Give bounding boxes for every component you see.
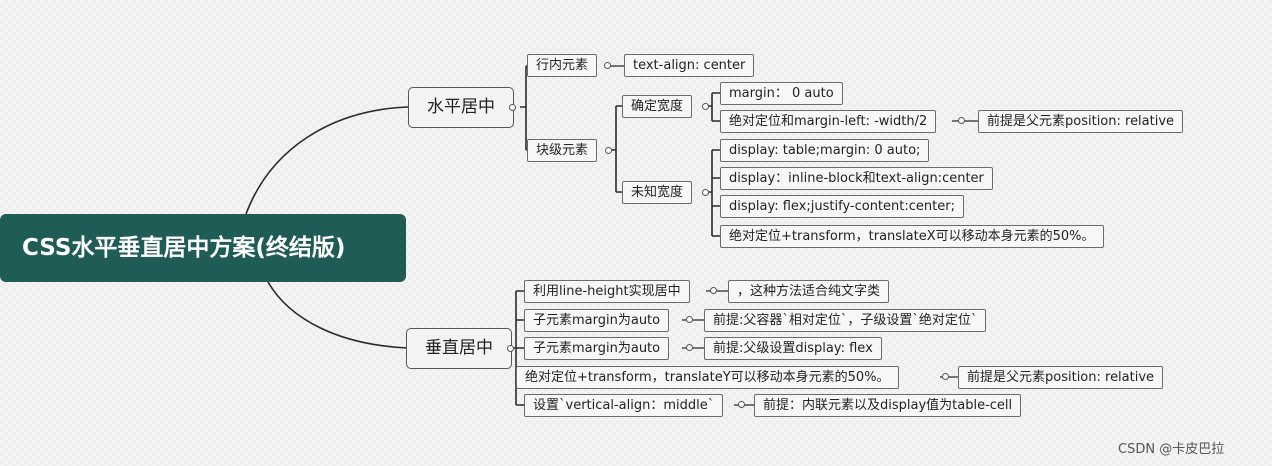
vertical-center-branch[interactable]: 垂直居中 bbox=[406, 328, 512, 369]
horizontal-bracket bbox=[520, 65, 532, 151]
margin-auto-relative-node[interactable]: 子元素margin为auto bbox=[524, 309, 670, 332]
collapse-toggle[interactable] bbox=[958, 117, 965, 124]
known-width-node[interactable]: 确定宽度 bbox=[622, 95, 693, 118]
known-bracket bbox=[708, 92, 720, 122]
translate-x-node[interactable]: 绝对定位+transform，translateX可以移动本身元素的50%。 bbox=[720, 225, 1104, 248]
collapse-toggle[interactable] bbox=[507, 345, 514, 352]
line-height-node[interactable]: 利用line-height实现居中 bbox=[524, 280, 690, 303]
collapse-toggle[interactable] bbox=[702, 103, 709, 110]
text-align-node[interactable]: text-align: center bbox=[624, 54, 755, 77]
absolute-margin-left-node[interactable]: 绝对定位和margin-left: -width/2 bbox=[720, 110, 937, 133]
collapse-toggle[interactable] bbox=[942, 373, 949, 380]
collapse-toggle[interactable] bbox=[738, 401, 745, 408]
parent-relative-note-2[interactable]: 前提是父元素position: relative bbox=[958, 366, 1164, 389]
watermark: CSDN @卡皮巴拉 bbox=[1118, 442, 1225, 457]
margin-auto-flex-node[interactable]: 子元素margin为auto bbox=[524, 337, 670, 360]
display-table-node[interactable]: display: table;margin: 0 auto; bbox=[720, 139, 930, 162]
inline-block-node[interactable]: display：inline-block和text-align:center bbox=[720, 167, 993, 190]
unknown-bracket bbox=[708, 149, 720, 237]
vertical-align-node[interactable]: 设置`vertical-align：middle` bbox=[524, 394, 724, 417]
collapse-toggle[interactable] bbox=[686, 316, 693, 323]
root-to-horizontal-line bbox=[245, 106, 409, 215]
collapse-toggle[interactable] bbox=[604, 62, 611, 69]
collapse-toggle[interactable] bbox=[686, 344, 693, 351]
unknown-width-node[interactable]: 未知宽度 bbox=[622, 181, 693, 204]
collapse-toggle[interactable] bbox=[702, 189, 709, 196]
table-cell-note[interactable]: 前提：内联元素以及display值为table-cell bbox=[754, 394, 1022, 417]
block-bracket bbox=[610, 105, 622, 193]
flex-note[interactable]: 前提:父级设置display: flex bbox=[704, 337, 882, 360]
line-height-note[interactable]: ，这种方法适合纯文字类 bbox=[728, 280, 890, 303]
translate-y-node[interactable]: 绝对定位+transform，translateY可以移动本身元素的50%。 bbox=[516, 366, 899, 389]
root-to-vertical-line bbox=[267, 281, 409, 349]
margin-auto-node[interactable]: margin： 0 auto bbox=[720, 82, 843, 105]
block-element-node[interactable]: 块级元素 bbox=[527, 139, 598, 162]
parent-relative-note[interactable]: 前提是父元素position: relative bbox=[978, 110, 1184, 133]
collapse-toggle[interactable] bbox=[710, 287, 717, 294]
root-topic[interactable]: CSS水平垂直居中方案(终结版) bbox=[0, 214, 406, 282]
display-flex-node[interactable]: display: flex;justify-content:center; bbox=[720, 195, 964, 218]
collapse-toggle[interactable] bbox=[605, 147, 612, 154]
collapse-toggle[interactable] bbox=[509, 104, 516, 111]
relative-absolute-note[interactable]: 前提:父容器`相对定位`，子级设置`绝对定位` bbox=[704, 309, 987, 332]
horizontal-center-branch[interactable]: 水平居中 bbox=[408, 87, 514, 128]
inline-element-node[interactable]: 行内元素 bbox=[527, 54, 598, 77]
